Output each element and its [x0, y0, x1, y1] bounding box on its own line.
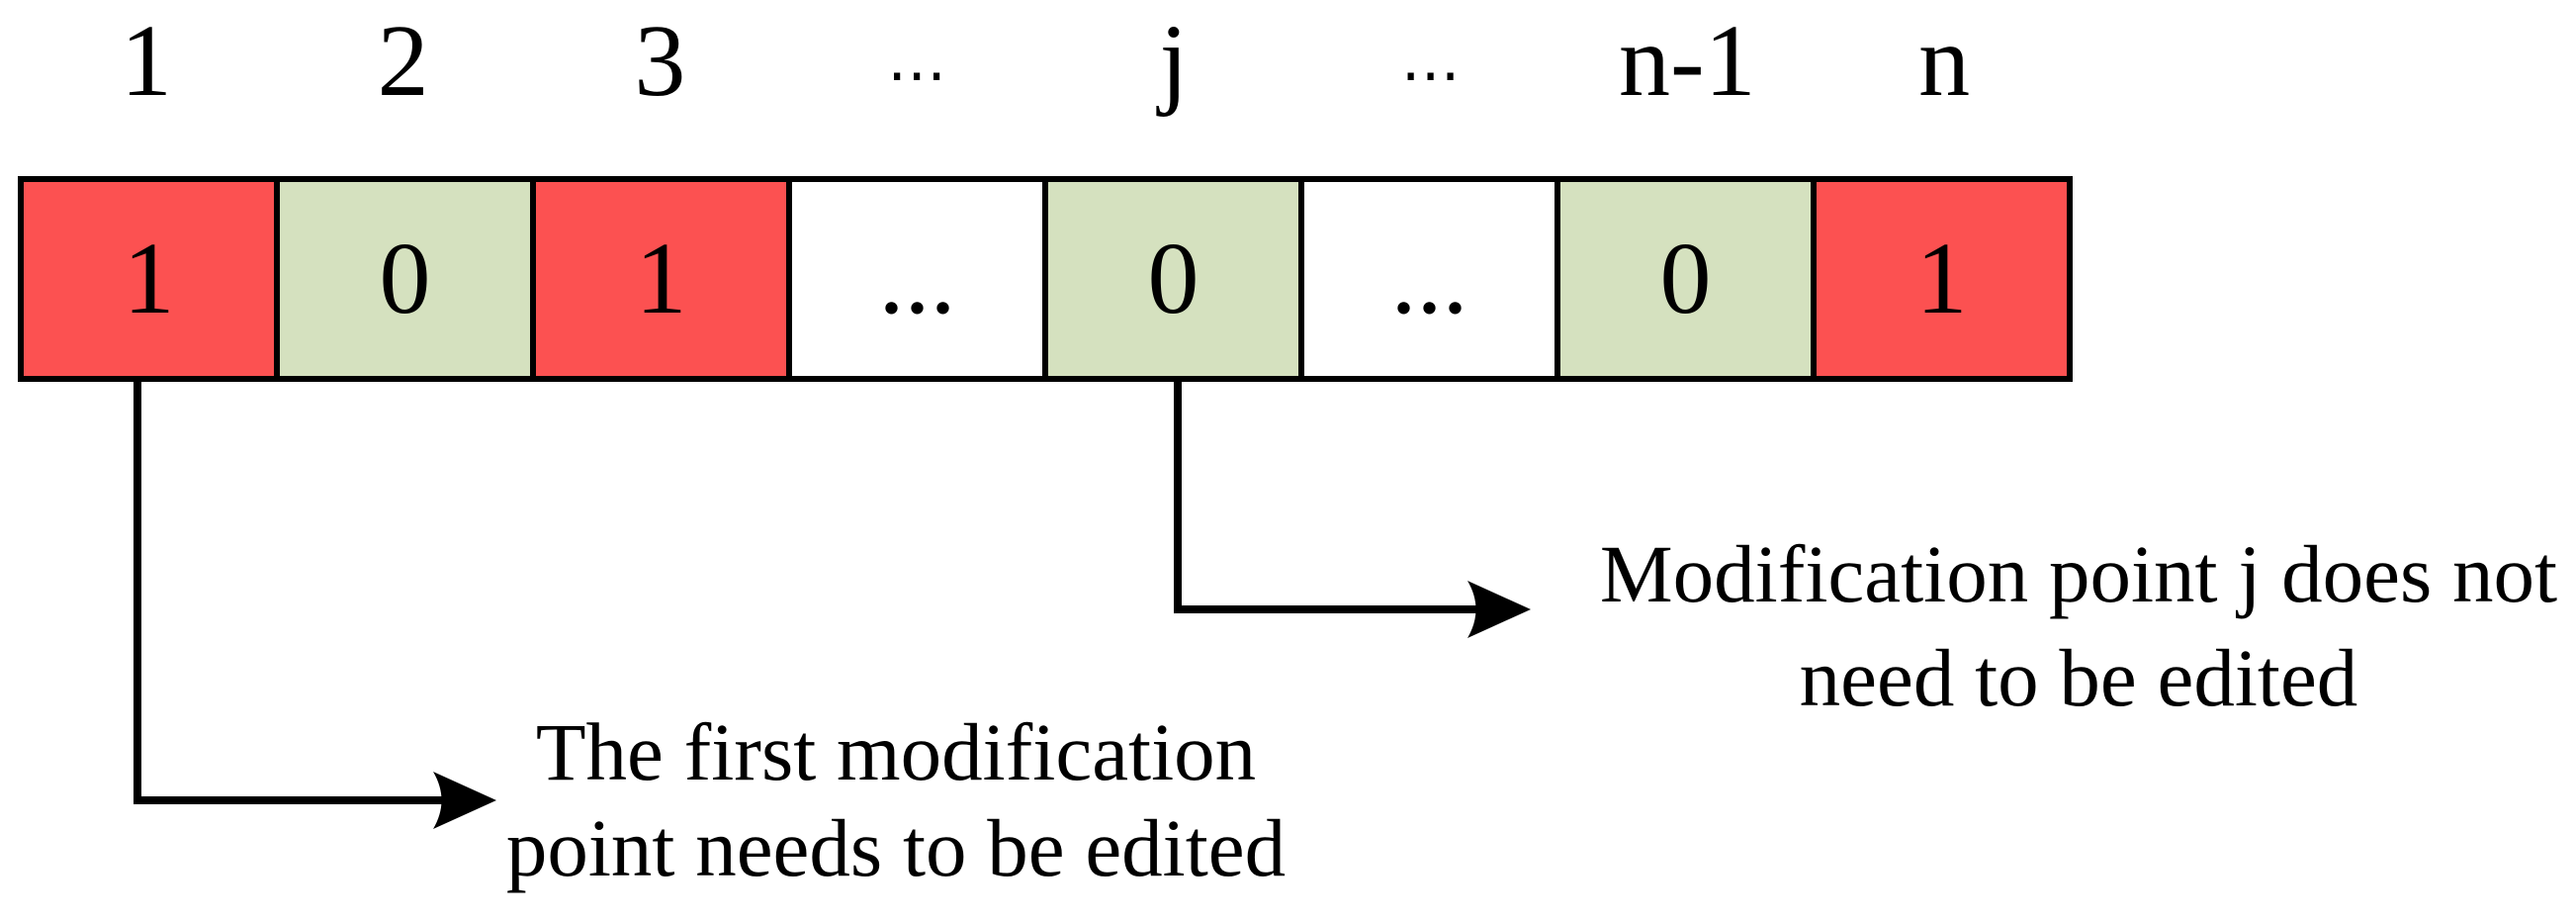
index-label-3: 3 — [634, 4, 686, 118]
index-label-ellipsis-left: ⋯ — [887, 43, 947, 108]
index-label-n-1: n-1 — [1619, 4, 1756, 118]
annotation-first-line1: The first modification — [535, 706, 1257, 797]
annotation-first-line2: point needs to be edited — [505, 802, 1287, 893]
arrow-line-first-cell — [133, 380, 443, 804]
index-label-n: n — [1918, 4, 1971, 118]
index-label-2: 2 — [377, 4, 429, 118]
annotation-j-line2: need to be edited — [1799, 632, 2358, 723]
index-label-row: 1 2 3 ⋯ j ⋯ n-1 n — [18, 10, 2073, 113]
vector-cell-j: 0 — [1048, 182, 1304, 376]
vector-cell-n-1: 0 — [1560, 182, 1817, 376]
vector-cell-ellipsis-right: ... — [1304, 182, 1560, 376]
annotation-point-j: Modification point j does not need to be… — [1564, 522, 2576, 730]
vector-cell-ellipsis-left: ... — [792, 182, 1048, 376]
arrowhead-j-icon — [1467, 581, 1531, 638]
index-label-1: 1 — [120, 4, 172, 118]
modification-vector: 1 0 1 ... 0 ... 0 1 — [18, 176, 2073, 382]
vector-cell-n: 1 — [1817, 182, 2067, 376]
arrowhead-first-icon — [433, 772, 496, 829]
vector-cell-3: 1 — [536, 182, 792, 376]
annotation-first-point: The first modification point needs to be… — [451, 704, 1341, 896]
arrow-line-cell-j — [1174, 380, 1477, 613]
annotation-j-line1: Modification point j does not — [1599, 528, 2558, 619]
vector-cell-1: 1 — [24, 182, 280, 376]
index-label-ellipsis-right: ⋯ — [1400, 43, 1461, 108]
index-label-j: j — [1159, 4, 1189, 118]
vector-cell-2: 0 — [280, 182, 536, 376]
